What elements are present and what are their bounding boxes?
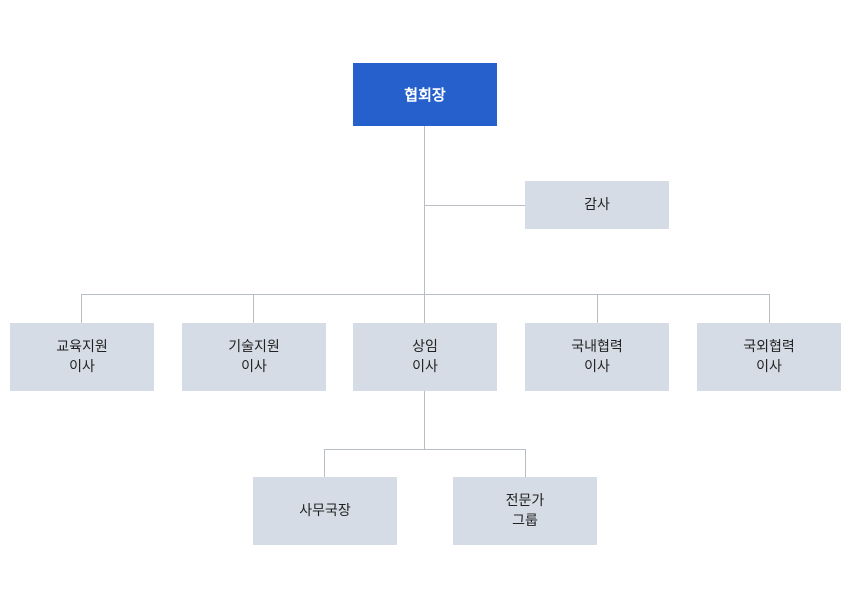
director-label-line2: 이사	[241, 359, 267, 375]
director-label-line1: 국외협력	[743, 339, 795, 355]
expert-group-box: 전문가 그룹	[453, 477, 597, 545]
director-standing-box: 상임 이사	[353, 323, 497, 391]
director-label-line2: 이사	[69, 359, 95, 375]
director-label-line1: 기술지원	[228, 339, 280, 355]
connector-directors-bar	[81, 294, 770, 295]
director-international-box: 국외협력 이사	[697, 323, 841, 391]
connector-president-down	[424, 125, 425, 294]
connector-director-4	[597, 294, 598, 323]
connector-director-5	[769, 294, 770, 323]
connector-auditor	[424, 205, 525, 206]
director-label-line2: 이사	[756, 359, 782, 375]
staff-label-line1: 사무국장	[299, 503, 351, 519]
connector-director-1	[81, 294, 82, 323]
connector-director-3	[424, 294, 425, 323]
director-label-line1: 국내협력	[571, 339, 623, 355]
auditor-box: 감사	[525, 181, 669, 229]
secretary-general-box: 사무국장	[253, 477, 397, 545]
auditor-label: 감사	[584, 197, 610, 213]
connector-staff-bar	[324, 449, 526, 450]
director-domestic-box: 국내협력 이사	[525, 323, 669, 391]
president-label: 협회장	[404, 85, 446, 104]
connector-staff-1	[324, 449, 325, 477]
president-box: 협회장	[353, 63, 497, 126]
director-education-box: 교육지원 이사	[10, 323, 154, 391]
connector-director-2	[253, 294, 254, 323]
director-technical-box: 기술지원 이사	[182, 323, 326, 391]
director-label-line2: 이사	[584, 359, 610, 375]
staff-label-line1: 전문가	[505, 493, 545, 509]
connector-staff-2	[525, 449, 526, 477]
connector-standing-down	[424, 391, 425, 449]
director-label-line2: 이사	[412, 359, 438, 375]
director-label-line1: 상임	[412, 339, 438, 355]
director-label-line1: 교육지원	[56, 339, 108, 355]
staff-label-line2: 그룹	[512, 513, 538, 529]
